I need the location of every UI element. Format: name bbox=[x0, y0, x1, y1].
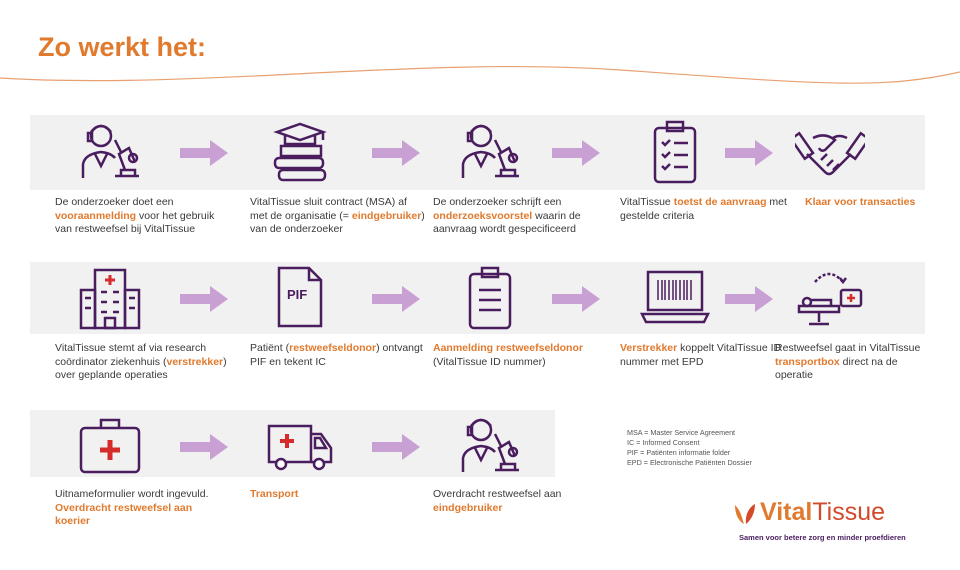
arrow-right-icon bbox=[180, 286, 228, 312]
caption-highlight: Transport bbox=[250, 488, 299, 500]
step-caption: Transport bbox=[250, 488, 425, 502]
caption-text: VitalTissue bbox=[620, 196, 674, 208]
logo-text-vital: Vital bbox=[760, 498, 813, 526]
caption-text: VitalTissue sluit contract (MSA) af met … bbox=[250, 196, 407, 222]
caption-text: waarin de aanvraag wordt gespecificeerd bbox=[433, 209, 581, 236]
arrow-right-icon bbox=[725, 140, 773, 166]
caption-text: met gestelde criteria bbox=[620, 196, 787, 222]
arrow-right-icon bbox=[372, 434, 420, 460]
abbreviation-legend: MSA = Master Service Agreement IC = Info… bbox=[627, 428, 752, 468]
step-caption: VitalTissue sluit contract (MSA) af met … bbox=[250, 196, 425, 237]
step-caption: Klaar voor transacties bbox=[805, 196, 960, 210]
step-caption: Overdracht restweefsel aan eindgebruiker bbox=[433, 488, 608, 515]
caption-text: Overdracht restweefsel aan bbox=[433, 488, 562, 500]
step-caption: VitalTissue toetst de aanvraag met geste… bbox=[620, 196, 795, 223]
operating-table-transport-icon bbox=[795, 264, 865, 330]
caption-highlight: Klaar voor transacties bbox=[805, 196, 916, 208]
handshake-icon bbox=[789, 118, 871, 184]
clipboard-checklist-icon bbox=[640, 118, 710, 184]
ambulance-icon bbox=[265, 412, 335, 478]
svg-text:PIF: PIF bbox=[287, 287, 307, 302]
step-caption: Uitnameformulier wordt ingevuld. Overdra… bbox=[55, 488, 230, 529]
decorative-wave bbox=[0, 65, 960, 84]
caption-text: ) over geplande operaties bbox=[55, 355, 227, 382]
page-title: Zo werkt het: bbox=[38, 32, 207, 62]
clipboard-icon bbox=[455, 264, 525, 330]
researcher-microscope-icon bbox=[455, 118, 525, 184]
researcher-microscope-icon bbox=[455, 412, 525, 478]
books-graduation-cap-icon bbox=[265, 118, 335, 184]
legend-item: EPD = Electronische Patiënten Dossier bbox=[627, 458, 752, 467]
legend-item: PIF = Patiënten informatie folder bbox=[627, 448, 731, 457]
logo-leaf-icon bbox=[735, 504, 755, 524]
caption-text: Patiënt ( bbox=[250, 342, 290, 354]
step-caption: Verstrekker koppelt VitalTissue ID numme… bbox=[620, 342, 795, 369]
arrow-right-icon bbox=[725, 286, 773, 312]
caption-highlight: Overdracht restweefsel aan koerier bbox=[55, 501, 193, 528]
arrow-right-icon bbox=[552, 286, 600, 312]
step-caption: De onderzoeker doet een vooraanmelding v… bbox=[55, 196, 230, 237]
caption-highlight: transportbox bbox=[775, 355, 840, 368]
researcher-microscope-icon bbox=[75, 118, 145, 184]
caption-text: ) van de onderzoeker bbox=[250, 209, 425, 236]
step-caption: Restweefsel gaat in VitalTissue transpor… bbox=[775, 342, 925, 383]
step-caption: Aanmelding restweefseldonor (VitalTissue… bbox=[433, 342, 608, 369]
arrow-right-icon bbox=[552, 140, 600, 166]
legend-item: MSA = Master Service Agreement bbox=[627, 428, 736, 437]
arrow-right-icon bbox=[180, 140, 228, 166]
caption-highlight: Verstrekker bbox=[620, 342, 678, 354]
caption-highlight: onderzoeksvoorstel bbox=[433, 209, 533, 222]
first-aid-kit-icon bbox=[75, 412, 145, 478]
caption-highlight: verstrekker bbox=[166, 355, 224, 368]
arrow-right-icon bbox=[372, 286, 420, 312]
caption-text: direct na de operatie bbox=[775, 355, 898, 382]
caption-highlight: restweefseldonor bbox=[289, 342, 377, 354]
step-caption: VitalTissue stemt af via research coördi… bbox=[55, 342, 230, 383]
caption-text: (VitalTissue ID nummer) bbox=[433, 355, 546, 368]
hospital-icon bbox=[75, 264, 145, 330]
caption-text: De onderzoeker doet een bbox=[55, 196, 174, 208]
caption-text: Restweefsel gaat in VitalTissue bbox=[775, 342, 921, 354]
caption-highlight: eindgebruiker bbox=[351, 209, 422, 222]
arrow-right-icon bbox=[372, 140, 420, 166]
caption-text: De onderzoeker schrijft een bbox=[433, 196, 562, 208]
logo-text-tissue: Tissue bbox=[812, 498, 886, 526]
caption-text: Uitnameformulier wordt ingevuld. bbox=[55, 488, 209, 500]
pif-document-icon: PIF bbox=[265, 264, 335, 330]
caption-text: VitalTissue stemt af via research coördi… bbox=[55, 342, 207, 368]
arrow-right-icon bbox=[180, 434, 228, 460]
step-caption: Patiënt (restweefseldonor) ontvangt PIF … bbox=[250, 342, 425, 369]
caption-highlight: eindgebruiker bbox=[433, 501, 503, 514]
laptop-barcode-icon bbox=[639, 264, 711, 330]
caption-text: ) ontvangt PIF en tekent IC bbox=[250, 342, 423, 368]
logo-tagline: Samen voor betere zorg en minder proefdi… bbox=[739, 533, 906, 542]
legend-item: IC = Informed Consent bbox=[627, 438, 700, 447]
caption-text: koppelt VitalTissue ID nummer met EPD bbox=[620, 342, 782, 368]
caption-text: voor het gebruik van restweefsel bij Vit… bbox=[55, 209, 215, 236]
step-caption: De onderzoeker schrijft een onderzoeksvo… bbox=[433, 196, 608, 237]
caption-highlight: Aanmelding restweefseldonor bbox=[433, 342, 583, 354]
caption-highlight: toetst de aanvraag bbox=[673, 196, 767, 208]
caption-highlight: vooraanmelding bbox=[55, 209, 137, 222]
